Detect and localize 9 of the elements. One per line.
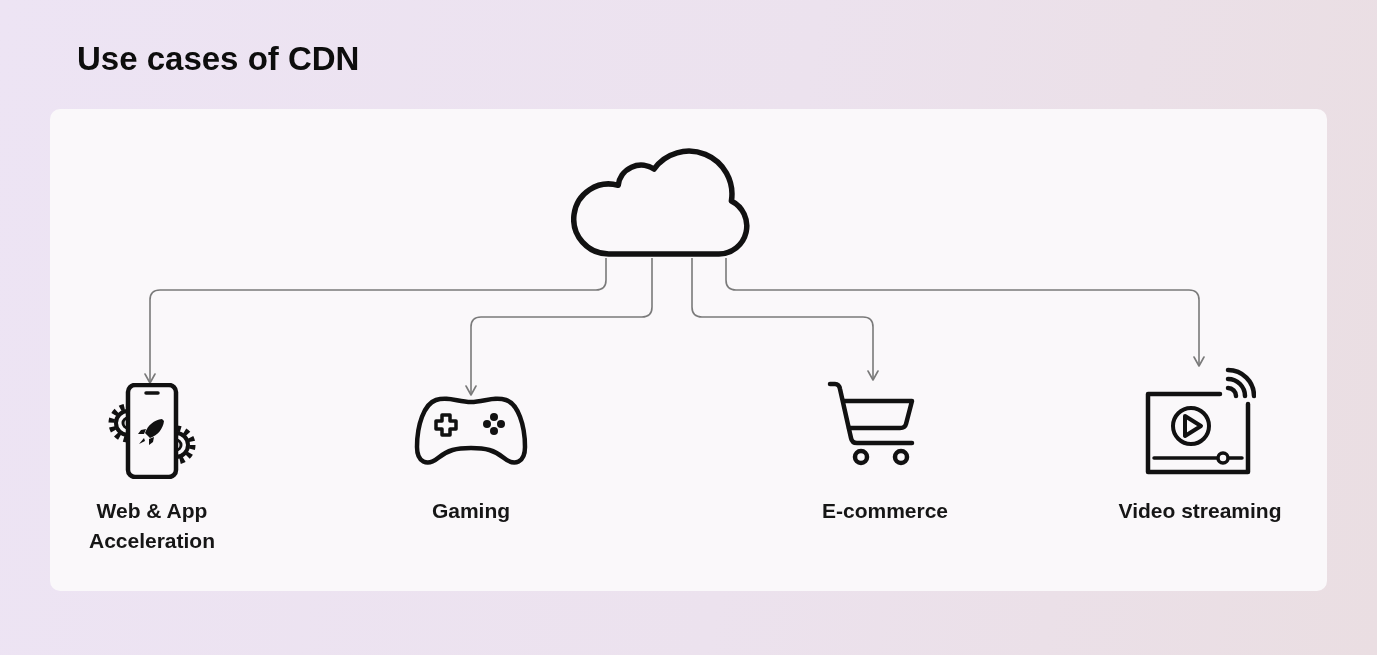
arrow (144, 257, 607, 384)
icon-caption: E-commerce (821, 498, 949, 524)
icon-caption: Web & App Acceleration (87, 498, 217, 554)
diagram-title: Use cases of CDN (77, 39, 360, 79)
arrow (465, 257, 653, 396)
arrow (691, 257, 879, 381)
icon-caption: Gaming (431, 498, 511, 524)
icon-caption: Video streaming (1118, 498, 1282, 524)
arrow (725, 257, 1205, 367)
